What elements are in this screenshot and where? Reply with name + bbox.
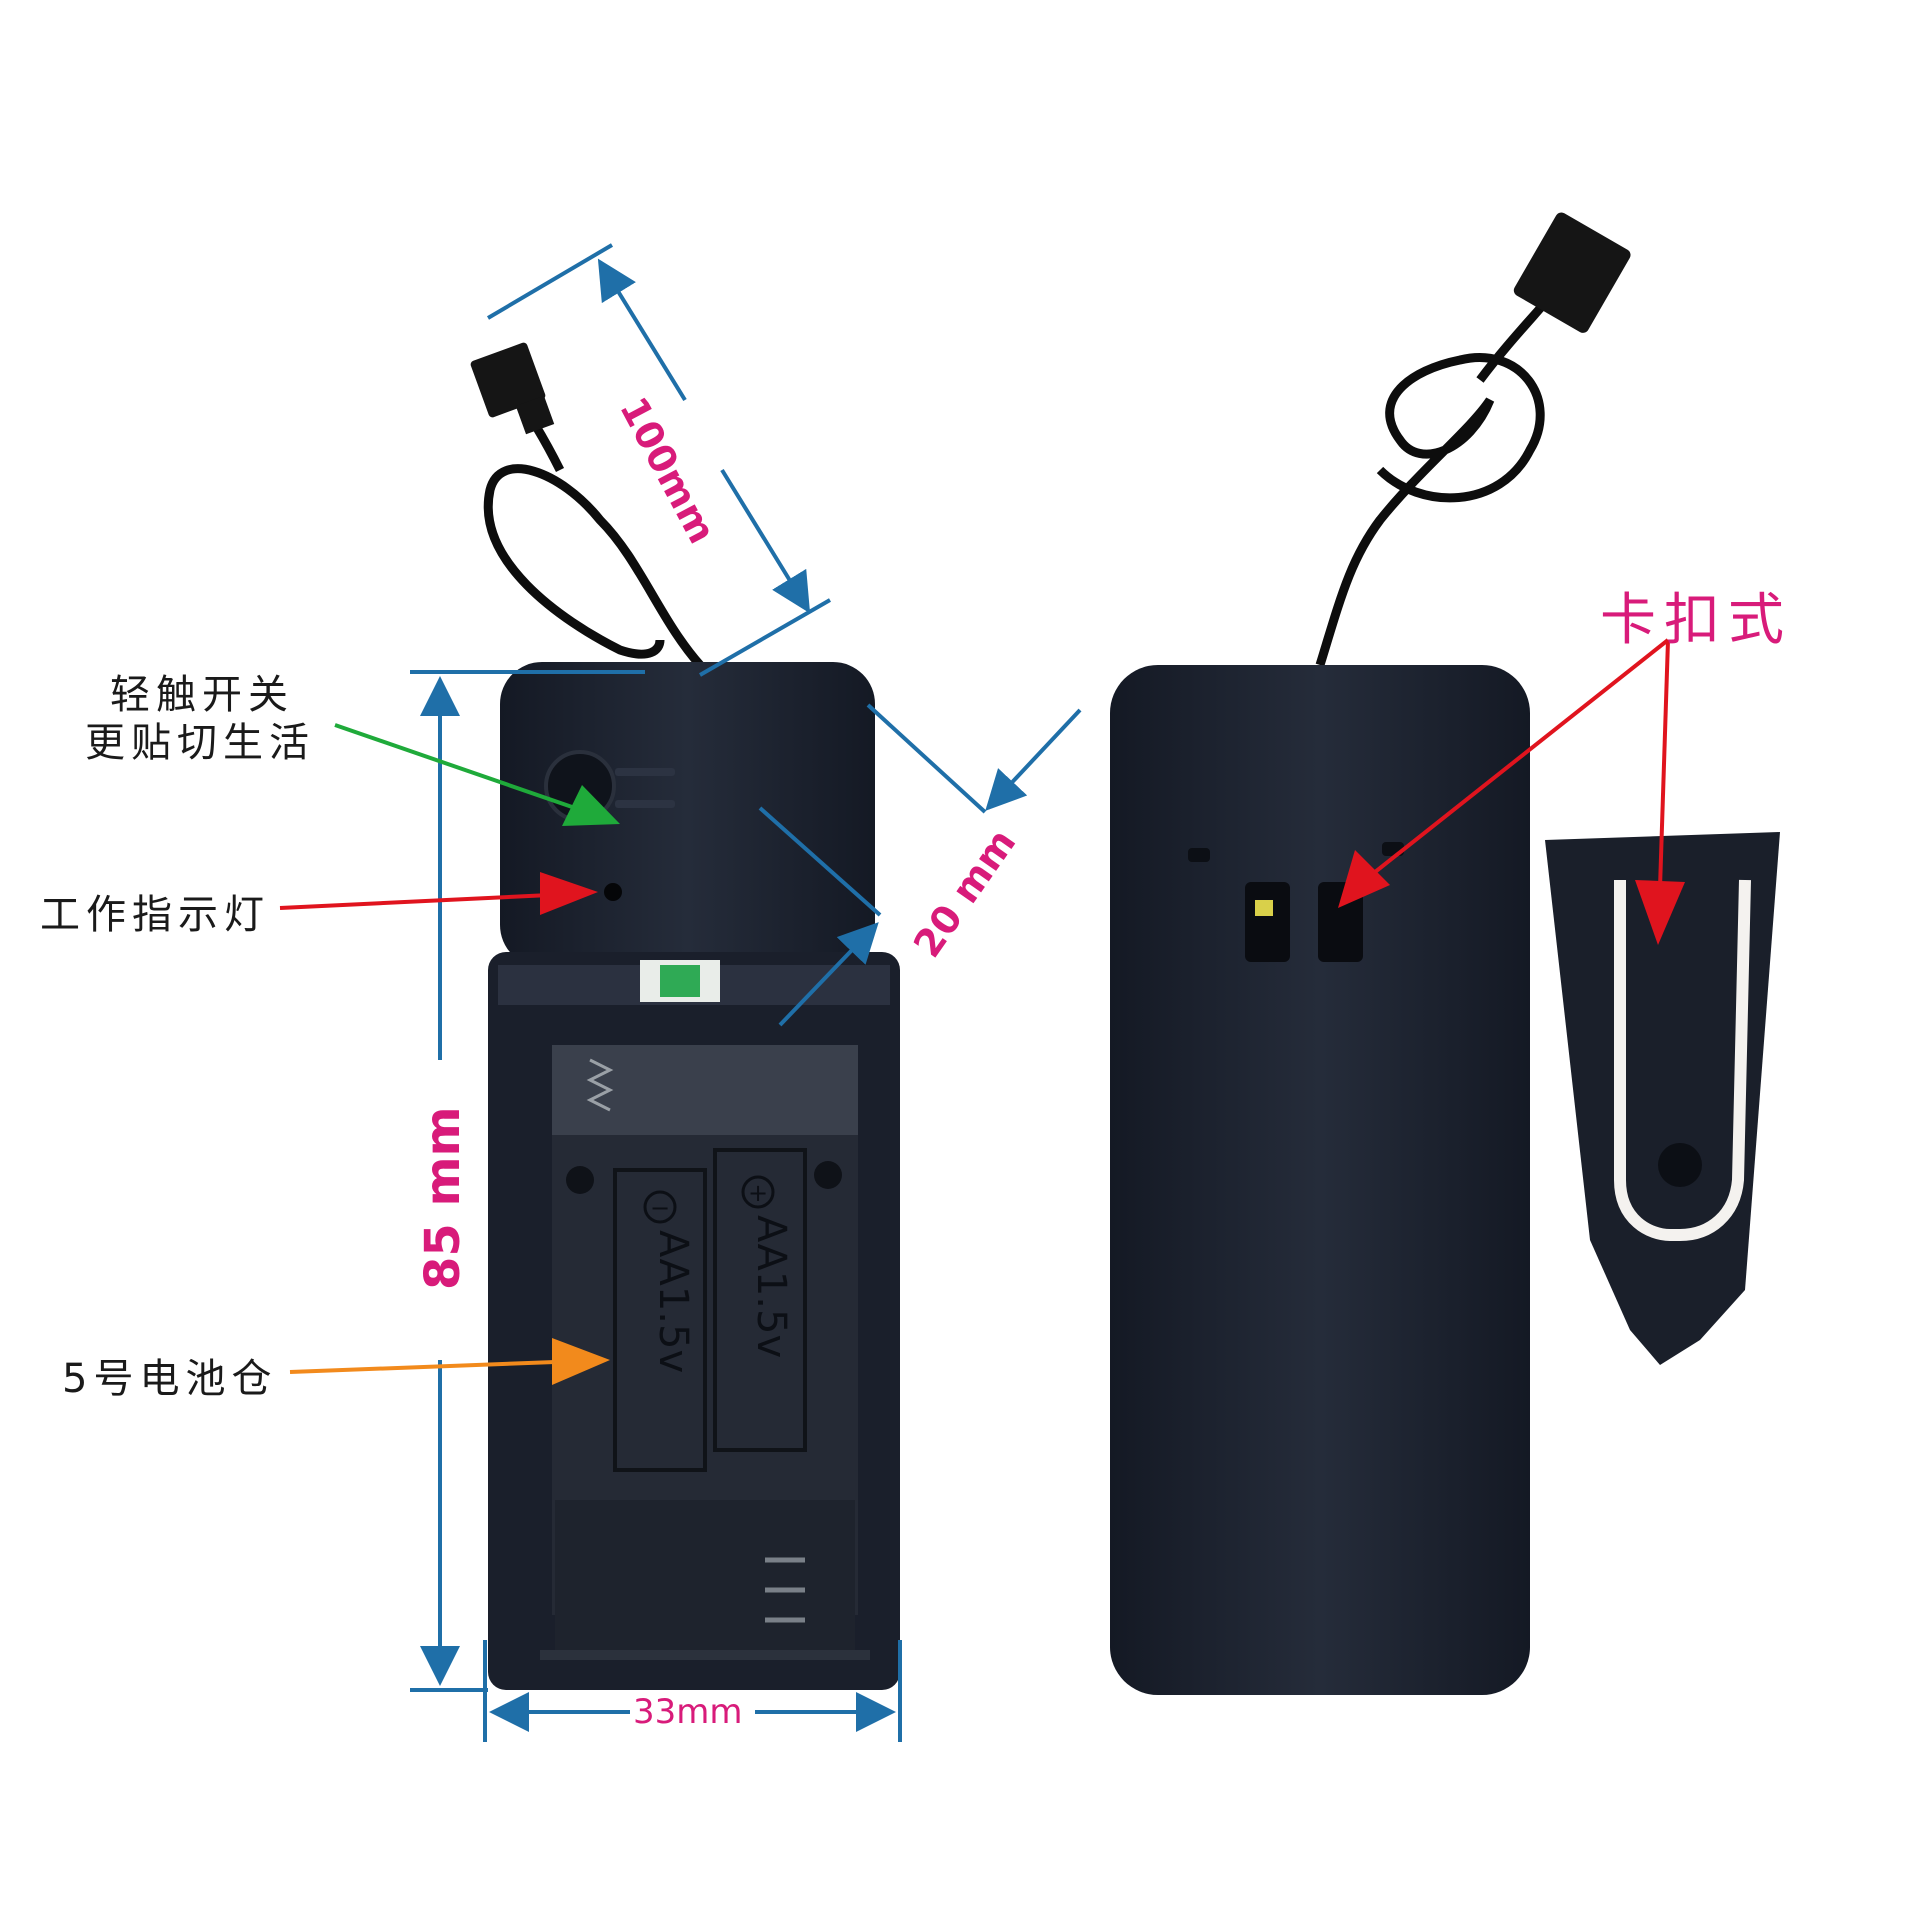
- cell-outline-left: [613, 1168, 707, 1472]
- left-cable: [483, 464, 704, 668]
- dim-100-arrow-top: [597, 258, 687, 402]
- dim-20-arrow-a: [985, 708, 1082, 811]
- dim-height-label: 85 mm: [415, 1106, 471, 1290]
- led-window-left: [1245, 882, 1290, 962]
- arrow-switch: [334, 723, 576, 810]
- cell-right-plus: +: [748, 1179, 768, 1207]
- right-body: [1110, 665, 1530, 1695]
- cell-left-label: AA1.5v: [650, 1230, 696, 1373]
- clip-slot: [1614, 879, 1751, 1241]
- dim-100-arrow-bottom: [720, 468, 811, 614]
- dimension-lines: [410, 243, 1082, 1742]
- left-device: [470, 342, 900, 1690]
- left-connector: [470, 342, 546, 418]
- arrow-indicator: [279, 893, 551, 910]
- cell-left-minus: −: [650, 1194, 670, 1222]
- right-cable: [1315, 353, 1545, 667]
- right-device: [1110, 212, 1631, 1695]
- dim-20-ext-b: [758, 806, 882, 917]
- belt-clip: [1545, 832, 1780, 1365]
- cell-right-label: AA1.5v: [748, 1215, 794, 1358]
- cell-outline-right: [713, 1148, 807, 1452]
- arrow-clip-to-clip: [1658, 639, 1670, 889]
- clip-type-label: 卡扣式: [1600, 588, 1792, 653]
- indicator-light-label: 工作指示灯: [40, 892, 270, 938]
- touch-switch-label-line1: 轻触开关: [110, 672, 294, 718]
- battery-markings: AA1.5v AA1.5v − +: [643, 1175, 794, 1373]
- dim-width-label: 33mm: [633, 1692, 743, 1732]
- clip-shape: [1545, 832, 1780, 1365]
- dim-100-ext-top: [486, 243, 614, 320]
- arrow-battery: [289, 1360, 556, 1374]
- left-lid: [500, 662, 875, 967]
- right-connector: [1513, 212, 1631, 333]
- arrow-clip-to-device: [1363, 638, 1670, 882]
- battery-bay-label: 5号电池仓: [62, 1356, 278, 1402]
- led-hole: [604, 883, 622, 901]
- callout-arrows: [279, 638, 1685, 1385]
- dim-20-arrow-b: [778, 922, 879, 1027]
- touch-switch-label-line2: 更贴切生活: [85, 720, 315, 766]
- led-window-right: [1318, 882, 1363, 962]
- dim-20-ext-a: [866, 703, 987, 814]
